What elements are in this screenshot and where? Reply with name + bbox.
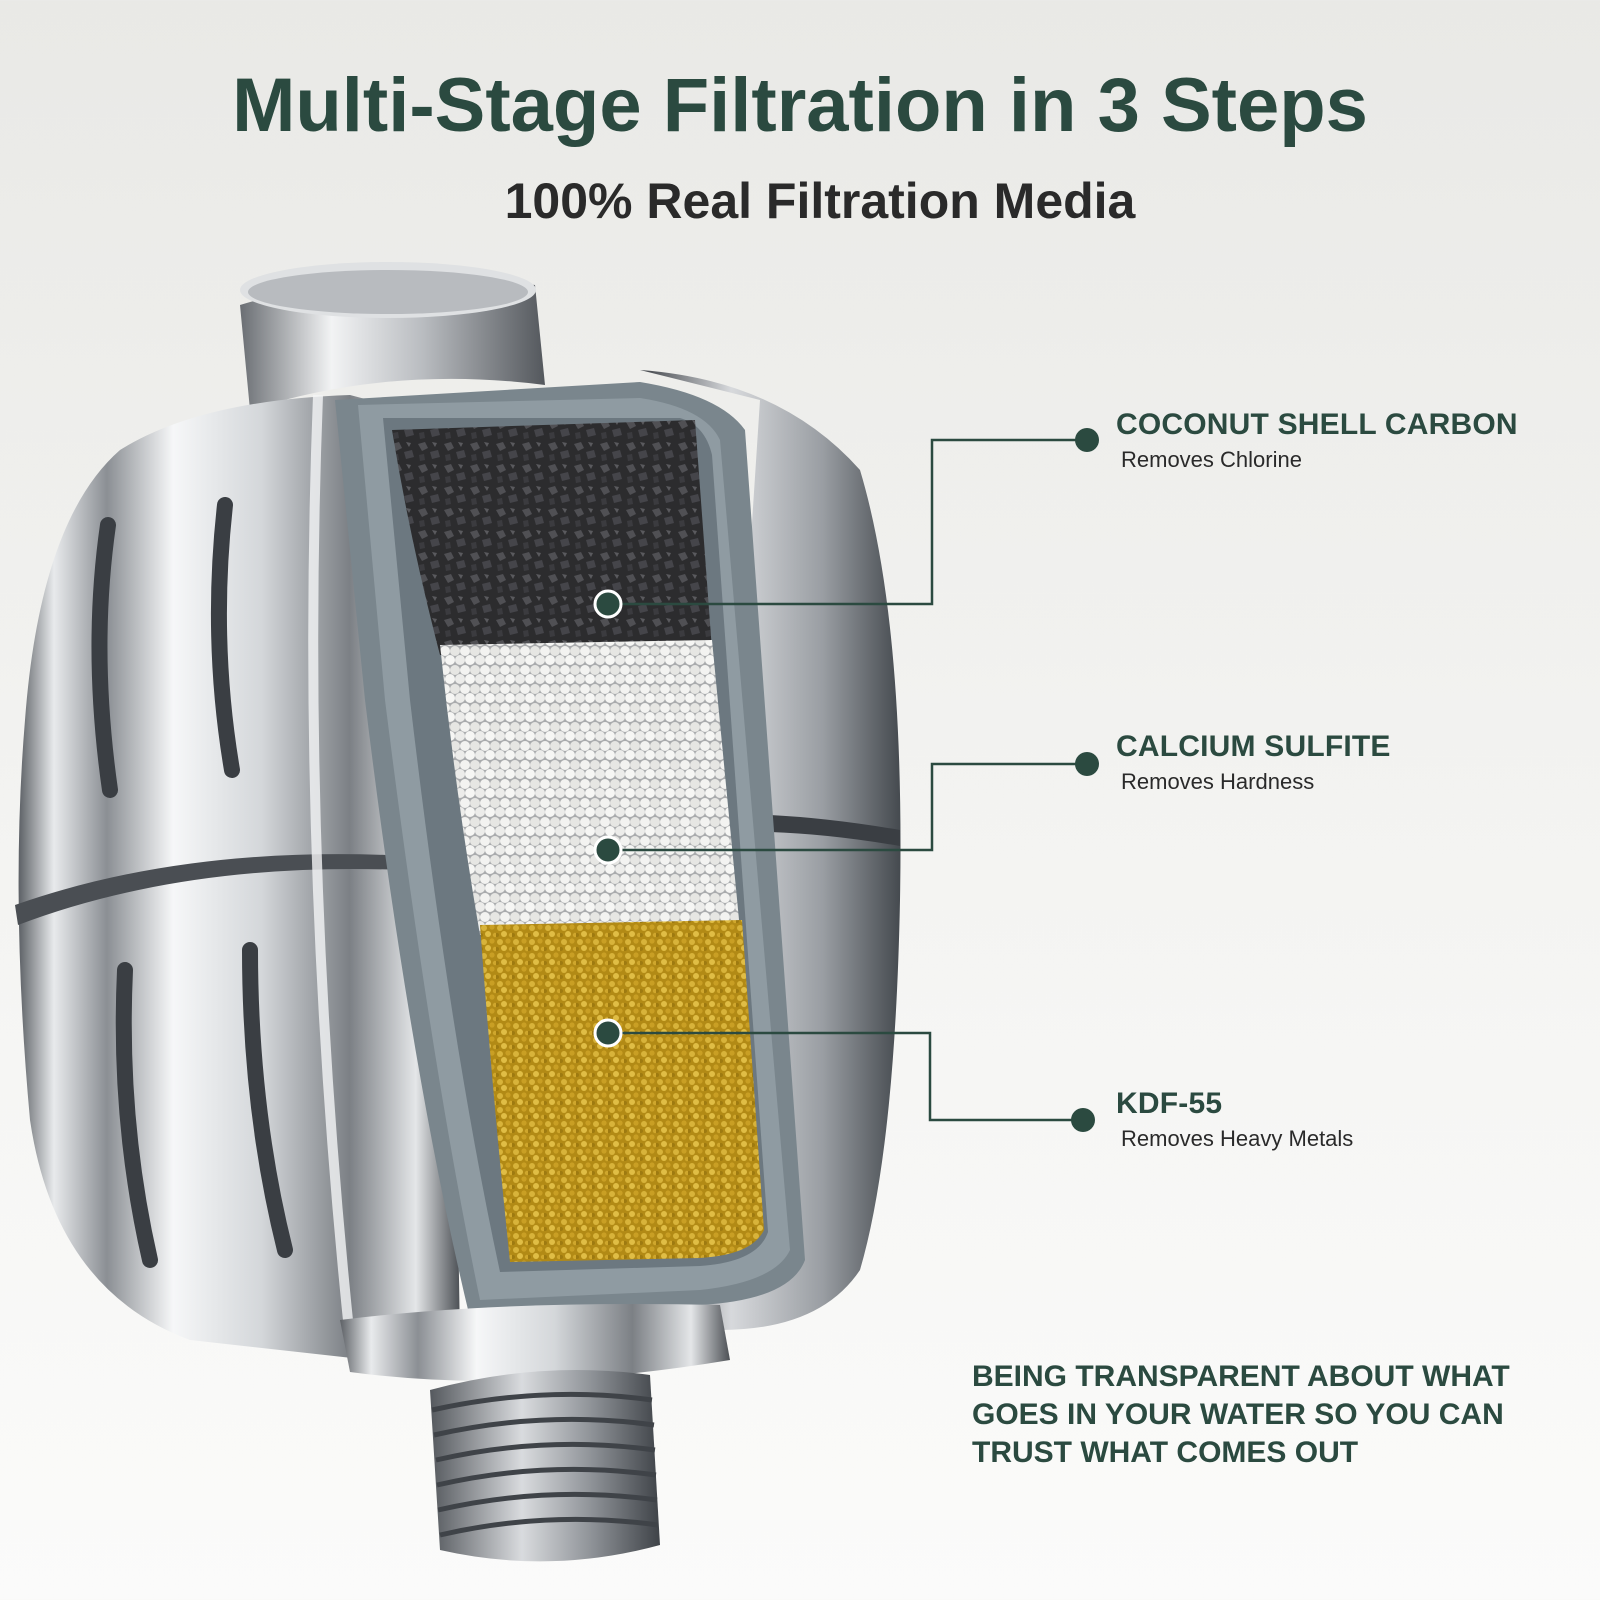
carbon-marker-dot — [593, 589, 623, 619]
tagline-line-2: GOES IN YOUR WATER SO YOU CAN — [972, 1398, 1504, 1431]
filter-top-connector — [240, 262, 545, 410]
callout-line-calcium — [608, 762, 1087, 852]
carbon-media-layer — [392, 420, 712, 655]
calcium-marker-dot — [593, 835, 623, 865]
tagline: BEING TRANSPARENT ABOUT WHAT GOES IN YOU… — [972, 1358, 1572, 1472]
tagline-line-1: BEING TRANSPARENT ABOUT WHAT — [972, 1360, 1510, 1393]
tagline-line-3: TRUST WHAT COMES OUT — [972, 1436, 1359, 1469]
stage-carbon-desc: Removes Chlorine — [1121, 447, 1302, 472]
stage-kdf-desc: Removes Heavy Metals — [1121, 1126, 1354, 1151]
kdf-label-dot — [1071, 1108, 1095, 1132]
carbon-label-dot — [1075, 428, 1099, 452]
stage-calcium-name: CALCIUM SULFITE — [1116, 730, 1391, 763]
kdf-media-layer — [480, 920, 764, 1262]
calcium-sulfite-media-layer — [440, 640, 740, 935]
callout-line-kdf — [608, 1031, 1083, 1122]
kdf-marker-dot — [593, 1018, 623, 1048]
stage-kdf-name: KDF-55 — [1116, 1087, 1223, 1120]
callout-line-carbon — [608, 438, 1087, 606]
filter-bottom-connector — [340, 1304, 730, 1562]
stage-calcium-desc: Removes Hardness — [1121, 769, 1315, 794]
page-title: Multi-Stage Filtration in 3 Steps — [232, 63, 1368, 148]
page-subtitle: 100% Real Filtration Media — [504, 173, 1136, 229]
calcium-label-dot — [1075, 752, 1099, 776]
stage-carbon-name: COCONUT SHELL CARBON — [1116, 408, 1518, 441]
